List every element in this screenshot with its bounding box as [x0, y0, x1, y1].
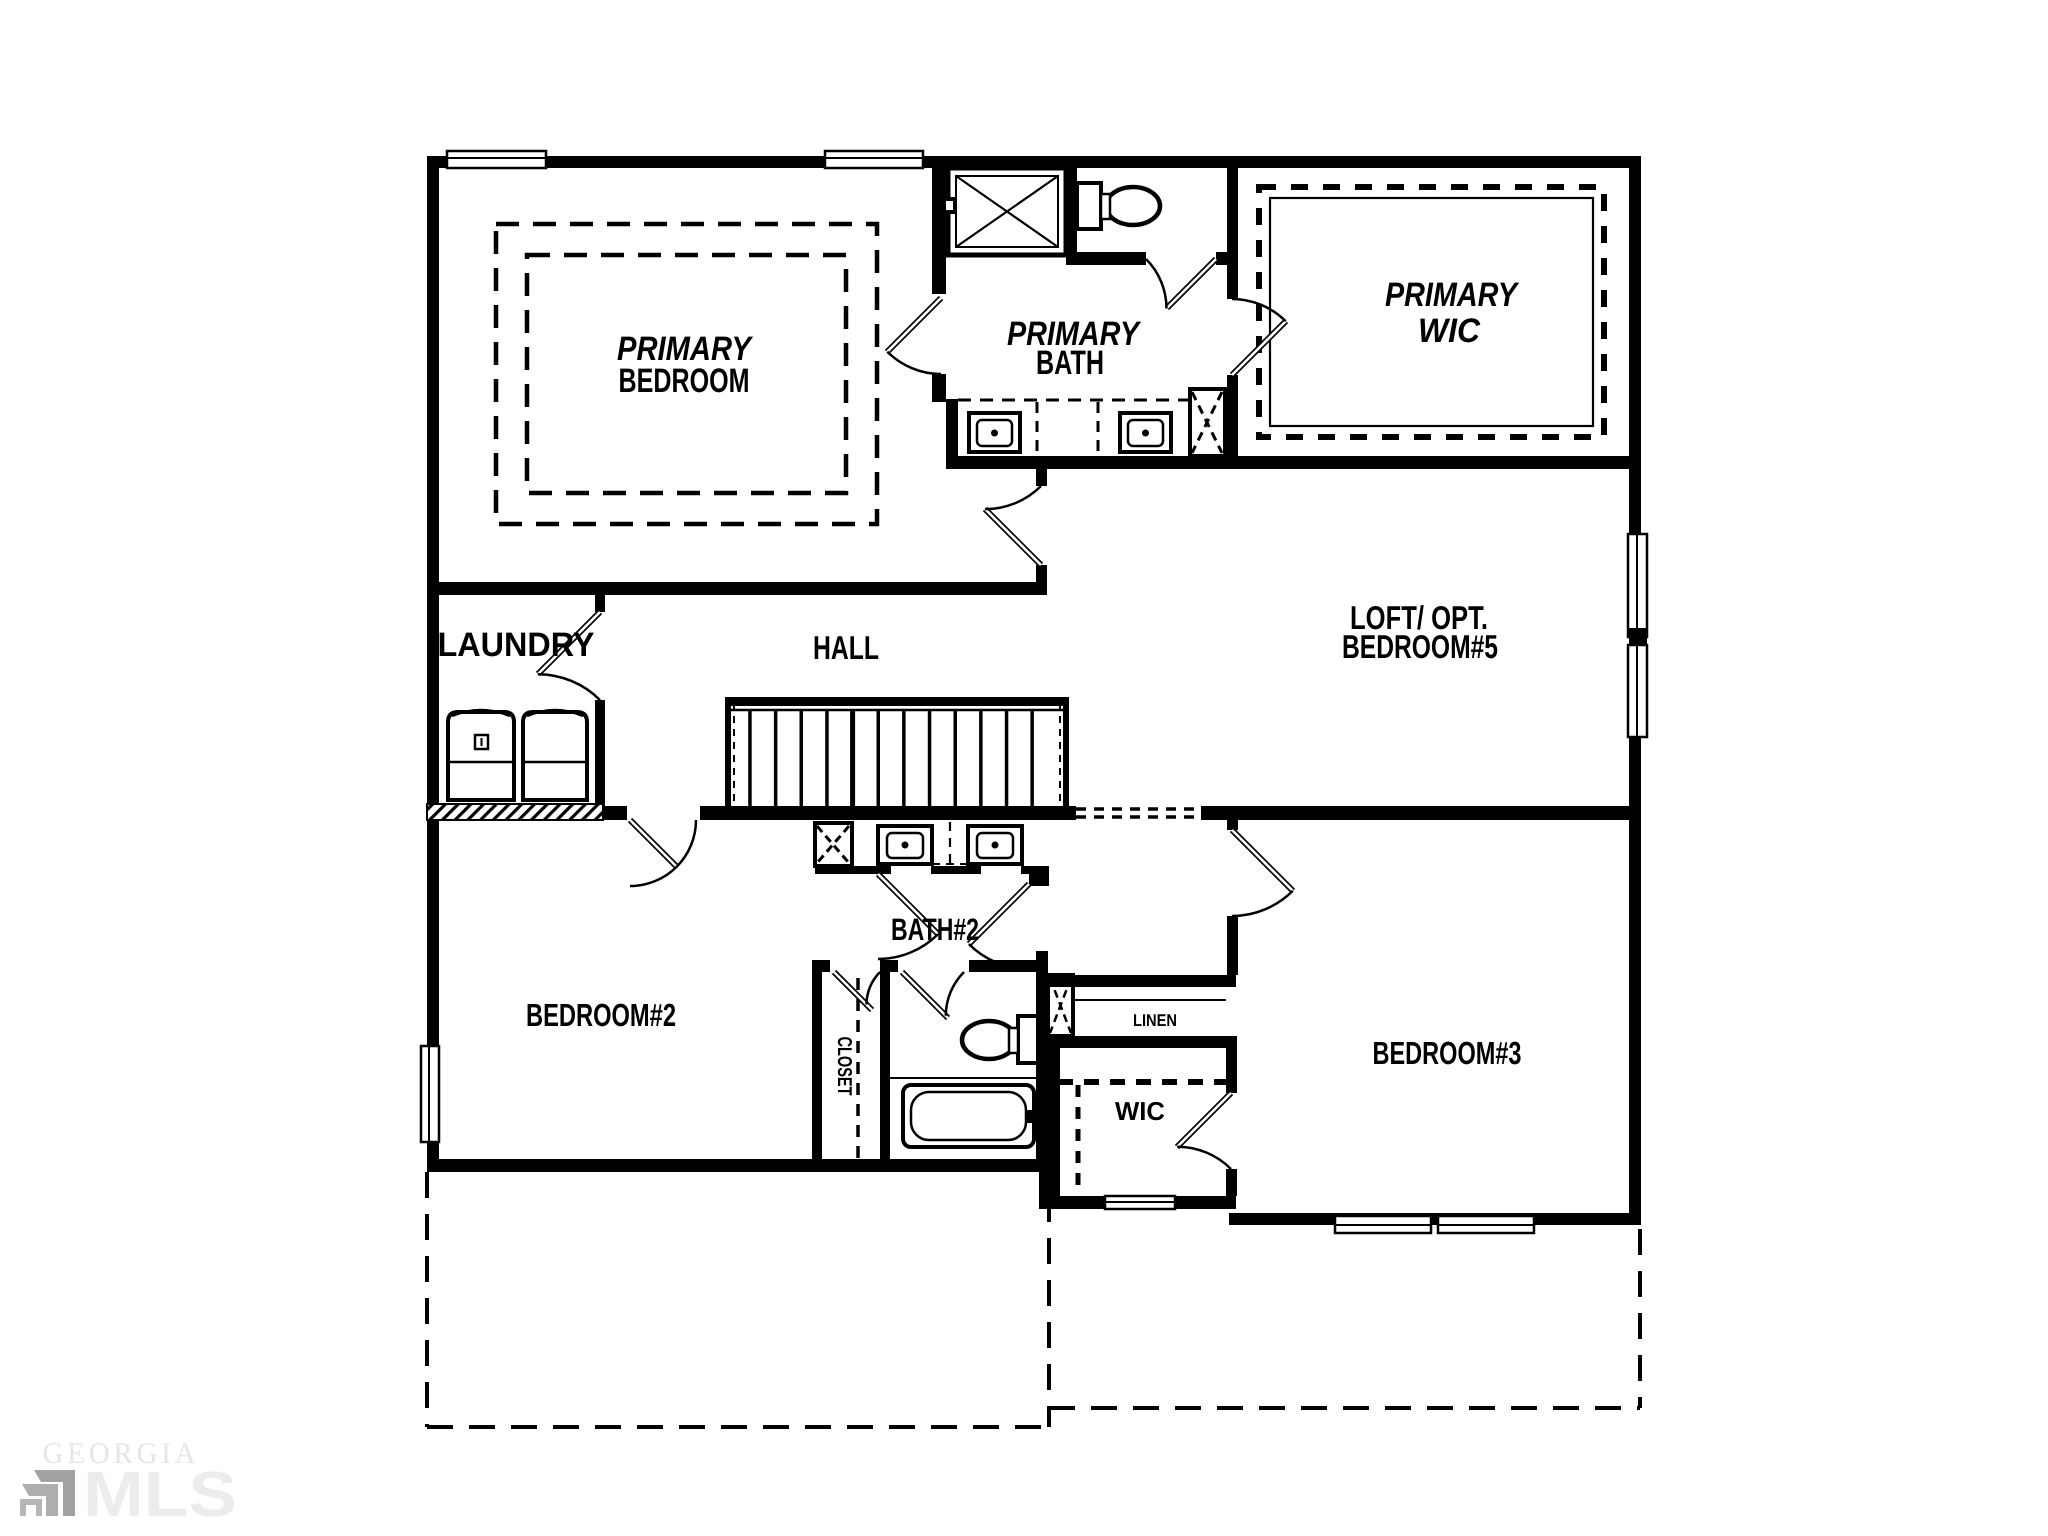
svg-text:BEDROOM#3: BEDROOM#3: [1373, 1035, 1522, 1071]
svg-text:LINEN: LINEN: [1133, 1011, 1177, 1030]
svg-text:WIC: WIC: [1418, 312, 1480, 350]
svg-text:BEDROOM#5: BEDROOM#5: [1342, 628, 1498, 665]
svg-text:PRIMARY: PRIMARY: [617, 330, 754, 368]
svg-text:BEDROOM: BEDROOM: [619, 362, 750, 400]
svg-text:LAUNDRY: LAUNDRY: [438, 626, 595, 664]
svg-text:PRIMARY: PRIMARY: [1385, 276, 1520, 314]
svg-text:MLS: MLS: [83, 1458, 237, 1530]
svg-text:LOFT/ OPT.: LOFT/ OPT.: [1350, 599, 1488, 636]
svg-text:BATH#2: BATH#2: [891, 912, 979, 947]
svg-text:GEORGIA: GEORGIA: [43, 1437, 200, 1470]
svg-text:BATH: BATH: [1036, 344, 1104, 382]
svg-text:WIC: WIC: [1115, 1096, 1165, 1126]
svg-text:CLOSET: CLOSET: [833, 1037, 855, 1096]
svg-text:PRIMARY: PRIMARY: [1007, 315, 1142, 353]
svg-text:HALL: HALL: [813, 629, 879, 666]
svg-text:BEDROOM#2: BEDROOM#2: [526, 997, 676, 1033]
